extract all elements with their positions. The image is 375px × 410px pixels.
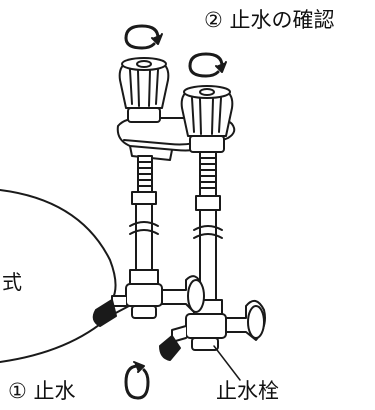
rotation-arrow-icon bbox=[124, 24, 163, 50]
right-stop-valve bbox=[159, 299, 266, 381]
callout-text: 式 bbox=[2, 270, 22, 294]
label-water-stop: ① 止水 bbox=[8, 379, 76, 403]
left-supply-pipe bbox=[129, 155, 159, 285]
left-stop-valve bbox=[92, 275, 205, 327]
label-stop-valve: 止水栓 bbox=[216, 379, 279, 403]
rotation-arrow-icon bbox=[188, 52, 227, 78]
label-check-water-stop: ② 止水の確認 bbox=[204, 8, 335, 32]
left-handle bbox=[118, 57, 170, 123]
rotation-arrow-icon bbox=[124, 361, 150, 400]
callout-bubble bbox=[0, 189, 149, 363]
right-handle bbox=[180, 85, 234, 153]
